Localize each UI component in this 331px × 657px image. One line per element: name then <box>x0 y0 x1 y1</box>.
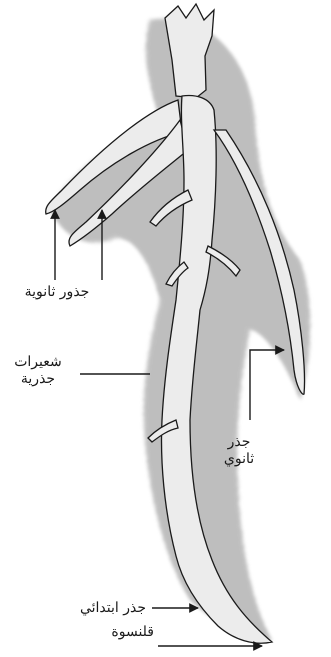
label-root-hairs: شعيرات جذرية <box>6 354 70 388</box>
label-root-hairs-line1: شعيرات <box>6 354 70 371</box>
label-primary-root: جذر ابتدائي <box>56 600 146 617</box>
label-secondary-root: جذر ثانوي <box>212 434 266 468</box>
label-secondary-root-line1: جذر <box>212 434 266 451</box>
label-secondary-roots: جذور ثانوية <box>6 284 108 301</box>
label-secondary-root-line2: ثانوي <box>212 451 266 468</box>
label-root-cap: قلنسوة <box>84 624 154 641</box>
label-root-hairs-line2: جذرية <box>6 371 70 388</box>
arrow-secondary-root-right <box>250 350 284 420</box>
